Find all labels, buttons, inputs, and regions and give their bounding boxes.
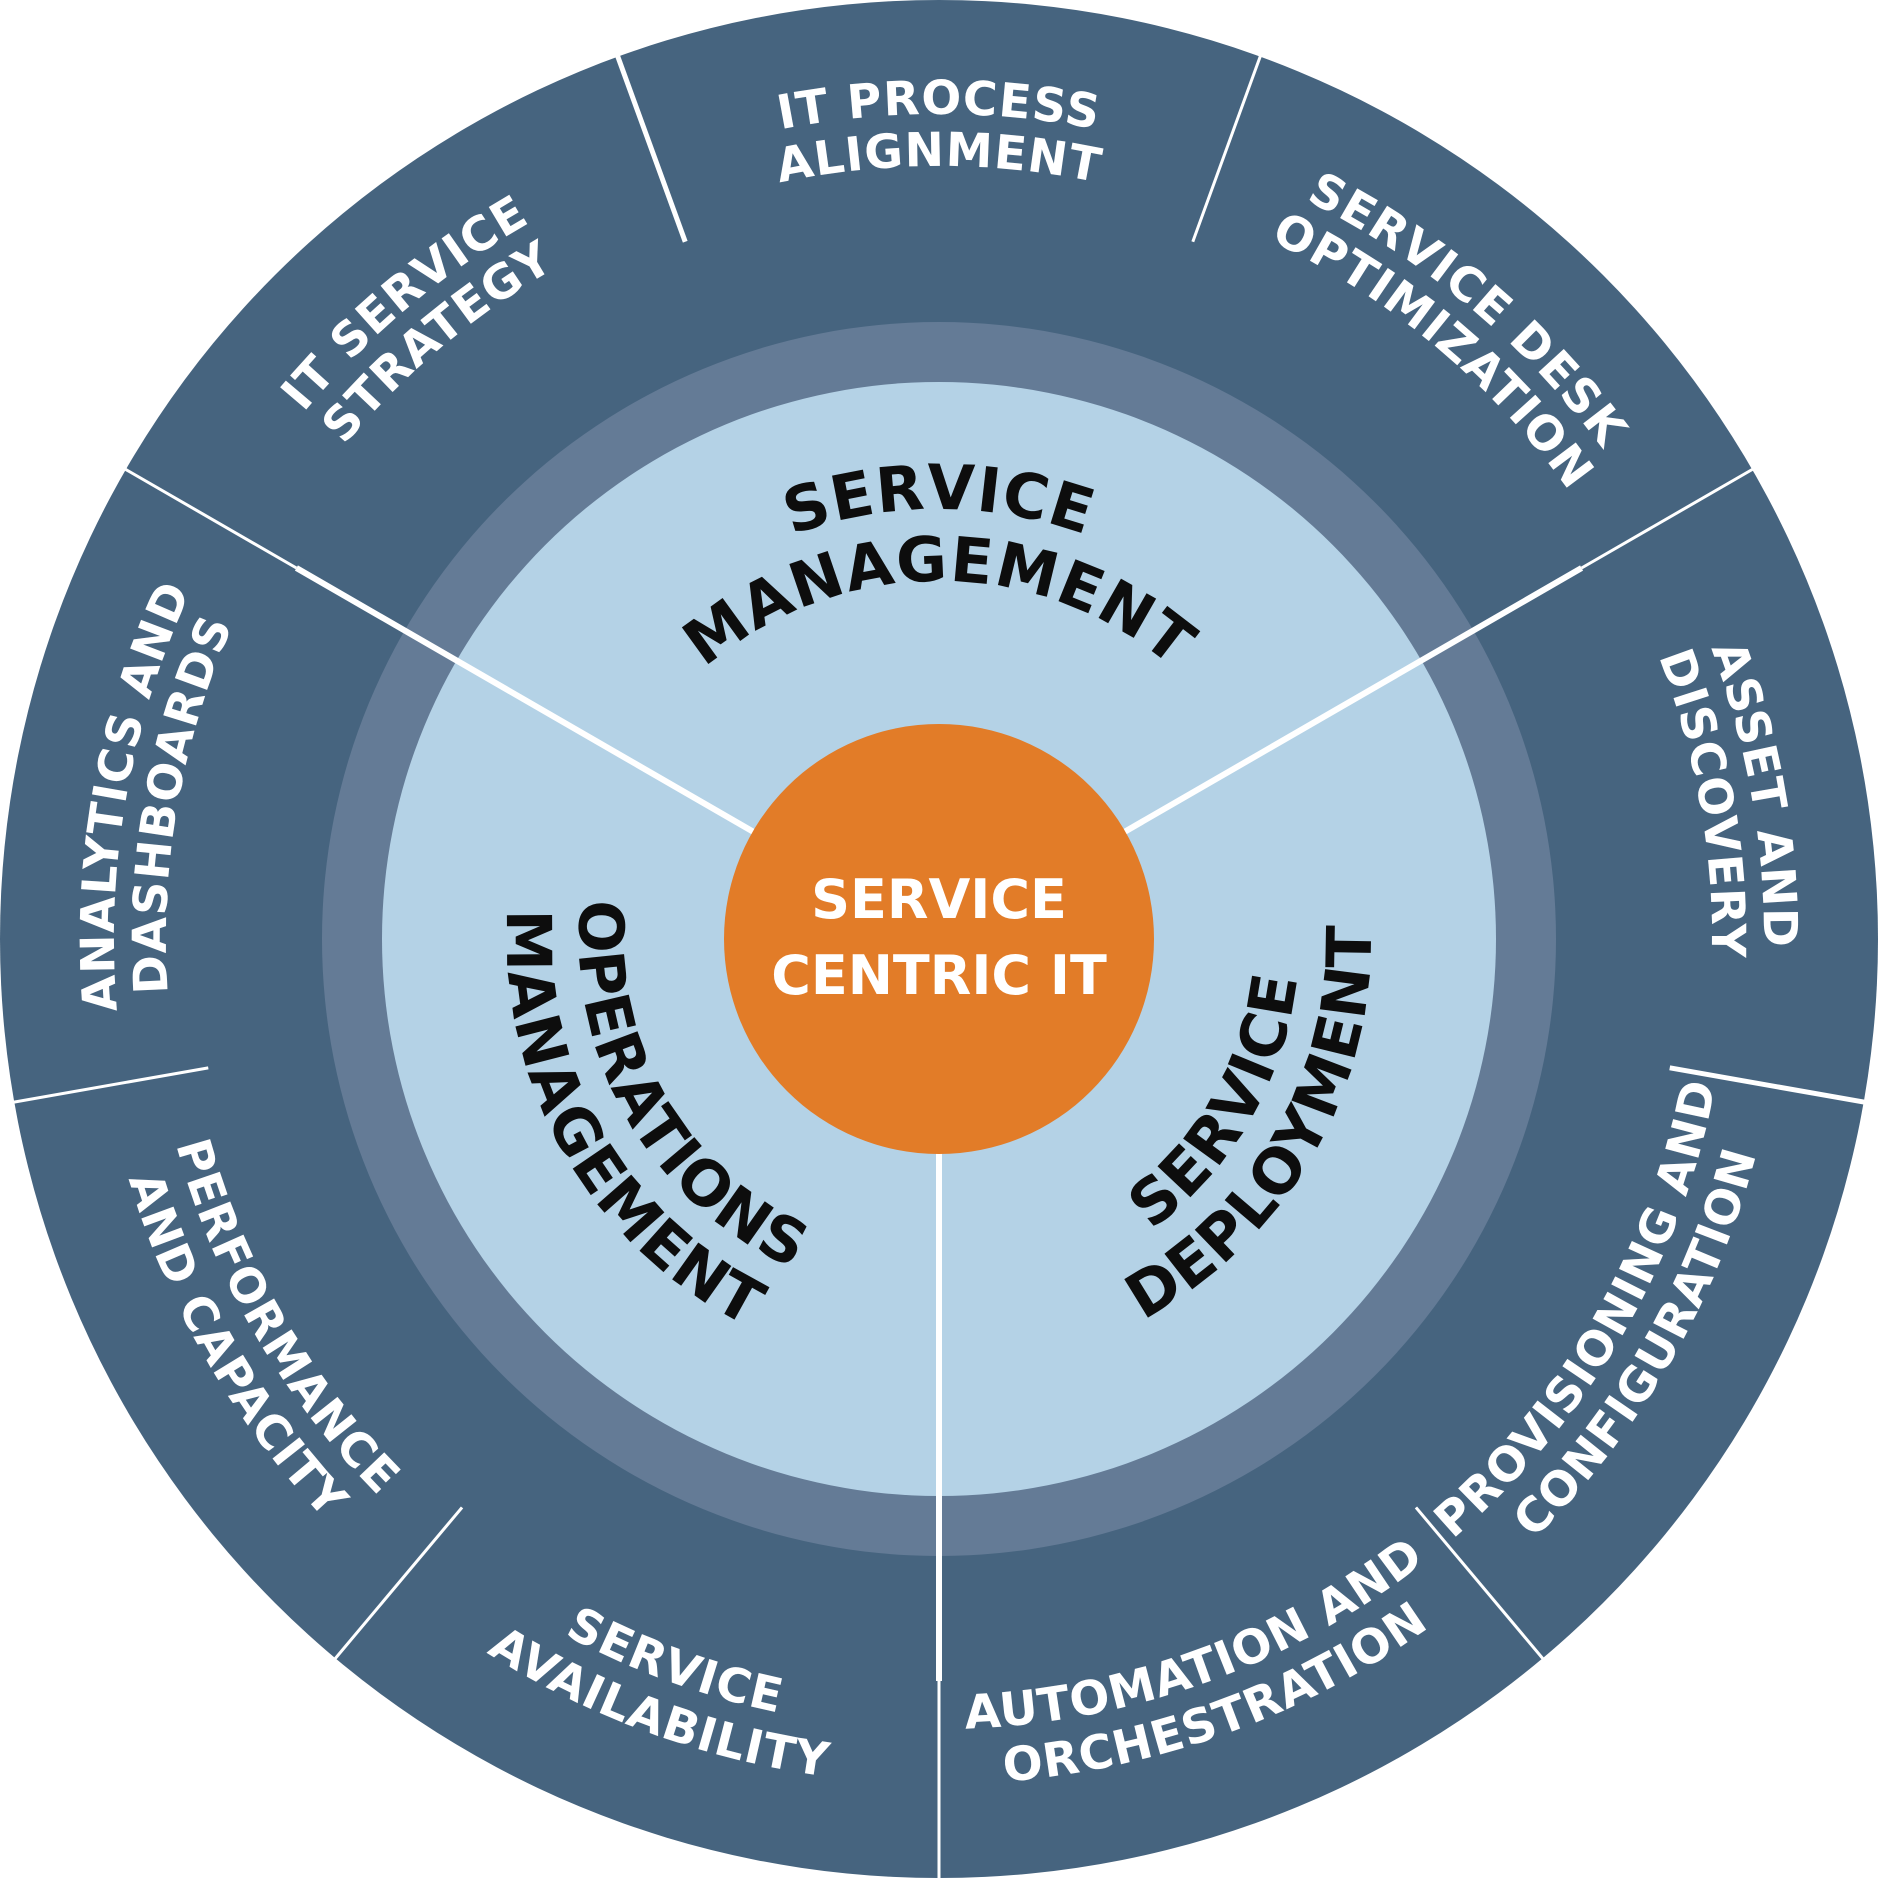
outer-divider-line: [330, 1506, 464, 1664]
center-circle: [724, 724, 1154, 1154]
outer-divider-line: [119, 465, 298, 570]
outer-dividers: [8, 50, 1871, 1878]
inner-divider-line: [1110, 565, 1584, 842]
outer-divider-line: [1414, 1506, 1548, 1664]
outer-divider-line: [1580, 465, 1759, 570]
inner-dividers: [294, 565, 1584, 1681]
inner-divider-line: [294, 565, 768, 842]
center-label-line2: CENTRIC IT: [771, 944, 1107, 1007]
outer-divider-line: [1191, 50, 1264, 243]
outer-divider-line: [613, 50, 688, 243]
outer-divider-line: [1669, 1065, 1871, 1106]
center-label-line1: SERVICE: [811, 868, 1067, 931]
outer-divider-line: [8, 1066, 209, 1105]
